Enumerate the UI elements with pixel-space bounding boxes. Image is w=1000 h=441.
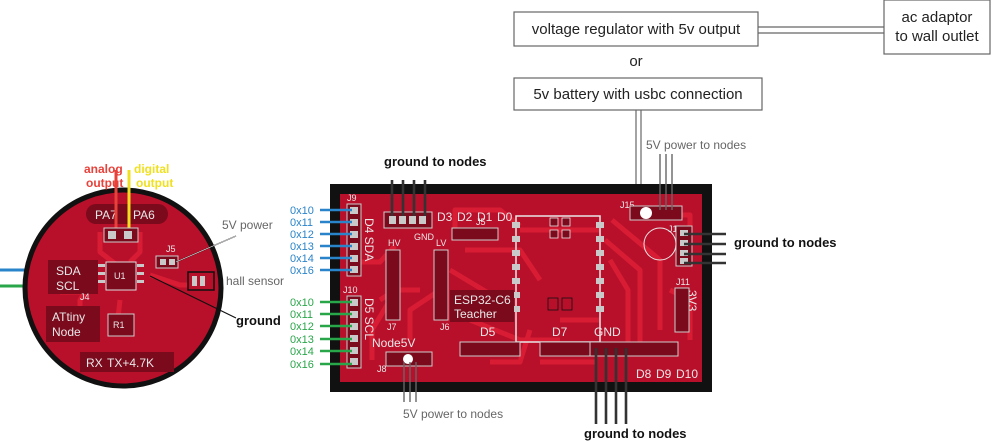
teacher-d7: D7 (552, 325, 568, 339)
teacher-pin-top-2: D1 (477, 210, 493, 224)
teacher-gnd-top: GND (414, 232, 435, 242)
power-source-boxes: voltage regulator with 5v output ac adap… (513, 0, 991, 212)
node-sda: SDA (56, 264, 81, 278)
regulator-label: voltage regulator with 5v output (532, 21, 741, 38)
scl-address: 0x12 (290, 321, 314, 333)
node-5v-power-label: 5V power (222, 218, 273, 232)
sda-bus-lines (320, 208, 352, 272)
scl-bus-lines (320, 300, 352, 366)
teacher-d5: D5 (480, 325, 496, 339)
node-pa6: PA6 (133, 208, 155, 222)
analog-output-line1: analog (84, 162, 123, 176)
sda-address: 0x10 (290, 205, 314, 217)
ground-label-bottom: ground to nodes (584, 426, 687, 441)
power-label-top: 5V power to nodes (646, 138, 746, 152)
regulator-box (513, 11, 759, 47)
node-pa7: PA7 (95, 208, 117, 222)
teacher-lv: LV (436, 238, 446, 248)
teacher-pin-bottom-0: D8 (636, 367, 652, 381)
adaptor-label-line1: ac adaptor (902, 9, 973, 26)
teacher-j7: J7 (387, 322, 397, 332)
teacher-d4-sda: D4 SDA (362, 218, 376, 261)
sda-address: 0x13 (290, 241, 314, 253)
teacher-j8: J8 (377, 364, 387, 374)
teacher-j5: J5 (476, 217, 486, 227)
teacher-pin-bottom-1: D9 (656, 367, 672, 381)
node-r1: R1 (113, 320, 125, 330)
teacher-j15: J15 (620, 200, 635, 210)
adaptor-box (883, 0, 991, 55)
node-j5: J5 (166, 244, 176, 254)
ground-wires-bottom (594, 348, 628, 424)
sda-address: 0x11 (290, 217, 313, 229)
teacher-j11: J11 (676, 277, 690, 287)
teacher-node5v: Node5V (372, 336, 415, 350)
adaptor-label-line2: to wall outlet (895, 28, 979, 45)
or-label: or (629, 53, 642, 70)
attiny-node-board: PA7 PA6 U1 J5 SDA SCL J4 ATtiny (0, 162, 284, 389)
digital-output-line2: output (136, 176, 173, 190)
scl-address: 0x10 (290, 297, 314, 309)
teacher-title-line1: ESP32-C6 (454, 293, 511, 307)
teacher-j6: J6 (440, 322, 450, 332)
battery-label: 5v battery with usbc connection (533, 86, 742, 103)
teacher-j10: J10 (343, 285, 358, 295)
node-j4: J4 (80, 292, 90, 302)
ground-wires-right (684, 232, 726, 265)
power-label-bottom: 5V power to nodes (403, 407, 503, 421)
power-wires-bottom (403, 362, 417, 402)
battery-box (513, 77, 763, 111)
analog-output-line2: output (86, 176, 123, 190)
node-ground-label: ground (236, 313, 281, 328)
digital-output-line1: digital (134, 162, 169, 176)
scl-address: 0x13 (290, 334, 314, 346)
scl-address: 0x16 (290, 359, 314, 371)
node-tx: TX+4.7K (107, 356, 154, 370)
node-title-line1: ATtiny (52, 310, 85, 324)
hall-sensor-label: hall sensor (226, 274, 284, 288)
teacher-gnd-bottom: GND (594, 325, 621, 339)
node-scl: SCL (56, 279, 80, 293)
esp32-teacher-board: GND D3 D2 D1 D0 D4 SDA J9 D5 SCL J10 HV … (330, 184, 712, 392)
ground-label-top: ground to nodes (384, 154, 487, 169)
node-title-line2: Node (52, 325, 81, 339)
node-u1: U1 (114, 271, 126, 281)
teacher-pin-top-1: D2 (457, 210, 473, 224)
teacher-hv: HV (388, 238, 401, 248)
power-wires-top (659, 154, 673, 210)
scl-address: 0x14 (290, 346, 314, 358)
teacher-pin-bottom-2: D10 (676, 367, 698, 381)
sda-address: 0x16 (290, 265, 314, 277)
ground-label-right: ground to nodes (734, 235, 837, 250)
ground-wires-top (390, 180, 427, 216)
teacher-d5-scl: D5 SCL (362, 298, 376, 340)
scl-address-labels: 0x10 0x11 0x12 0x13 0x14 0x16 (290, 297, 314, 371)
teacher-pin-top-0: D3 (437, 210, 453, 224)
teacher-j12: J12 (668, 224, 683, 234)
sda-address: 0x12 (290, 229, 314, 241)
sda-address-labels: 0x10 0x11 0x12 0x13 0x14 0x16 (290, 205, 314, 277)
sda-address: 0x14 (290, 253, 314, 265)
node-rx: RX (86, 356, 103, 370)
teacher-pin-top-3: D0 (497, 210, 513, 224)
scl-address: 0x11 (290, 309, 313, 321)
teacher-title-line2: Teacher (454, 307, 497, 321)
teacher-j9: J9 (347, 193, 357, 203)
